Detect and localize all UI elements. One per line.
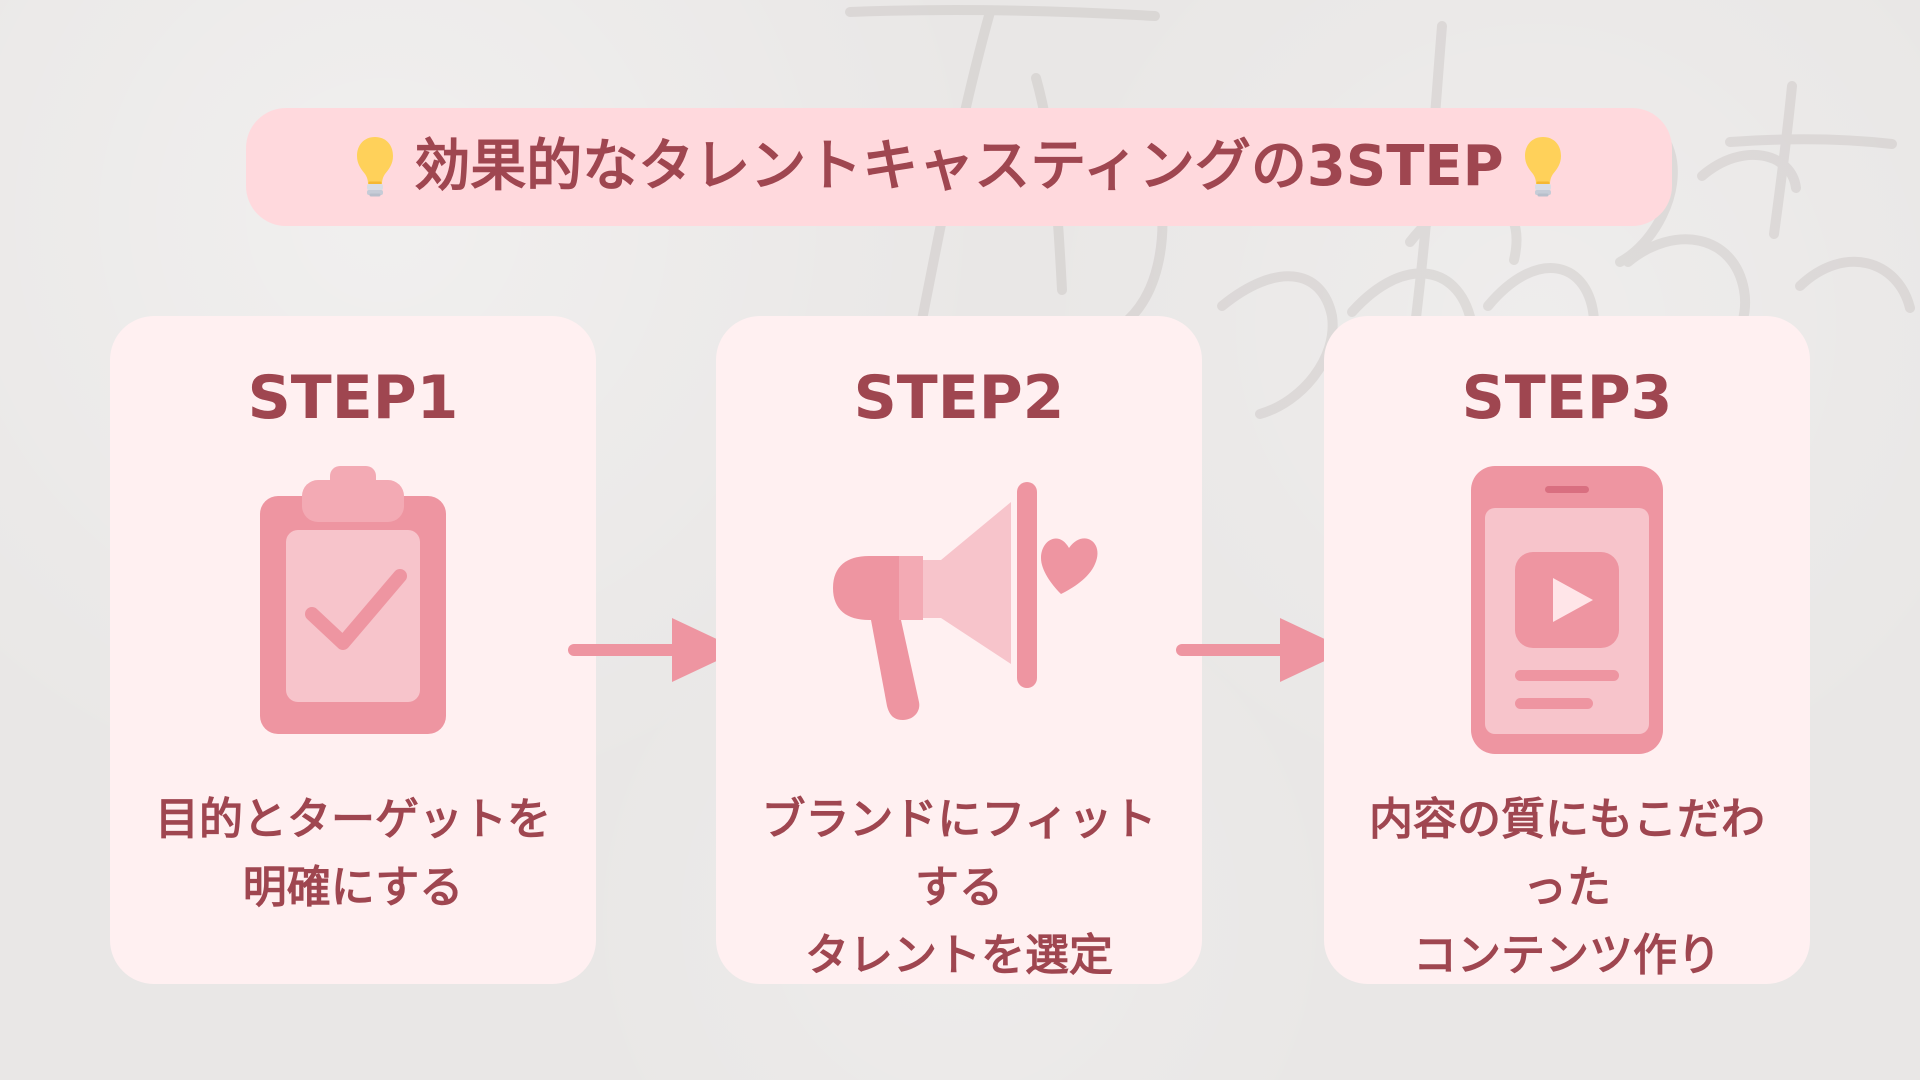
smartphone-play-icon (1471, 466, 1663, 754)
lightbulb-icon-left (357, 137, 394, 197)
step-description-3-line-1: 内容の質にもこだわった (1369, 794, 1765, 914)
page-title: 効果的なタレントキャスティングの3STEP (414, 134, 1504, 199)
step-description-3: 内容の質にもこだわった コンテンツ作り (1348, 786, 1786, 991)
lightbulb-icon-right (1524, 137, 1561, 197)
step-description-2-line-1: ブランドにフィットする (761, 794, 1157, 914)
title-banner: 効果的なタレントキャスティングの3STEP (246, 108, 1672, 226)
step-description-1-line-1: 目的とターゲットを (155, 794, 551, 845)
step-description-2-line-2: タレントを選定 (805, 930, 1113, 982)
step-card-1: STEP1 目的とターゲットを 明確にする (110, 316, 596, 984)
step-description-2: ブランドにフィットする タレントを選定 (740, 786, 1178, 991)
right-arrow-icon-1 (568, 618, 740, 682)
step-card-2: STEP2 ブランドにフィットする タレントを選定 (716, 316, 1202, 984)
clipboard-check-icon (260, 466, 446, 734)
step-title-1: STEP1 (247, 363, 459, 433)
step-card-3: STEP3 内容の質にもこだわった コンテンツ作り (1324, 316, 1810, 984)
megaphone-heart-icon (833, 482, 1098, 720)
right-arrow-icon-2 (1176, 618, 1348, 682)
step-description-3-line-2: コンテンツ作り (1413, 930, 1721, 982)
step-description-1: 目的とターゲットを 明確にする (134, 786, 572, 922)
step-title-2: STEP2 (853, 363, 1065, 433)
step-description-1-line-2: 明確にする (242, 862, 464, 914)
step-title-3: STEP3 (1461, 363, 1673, 433)
